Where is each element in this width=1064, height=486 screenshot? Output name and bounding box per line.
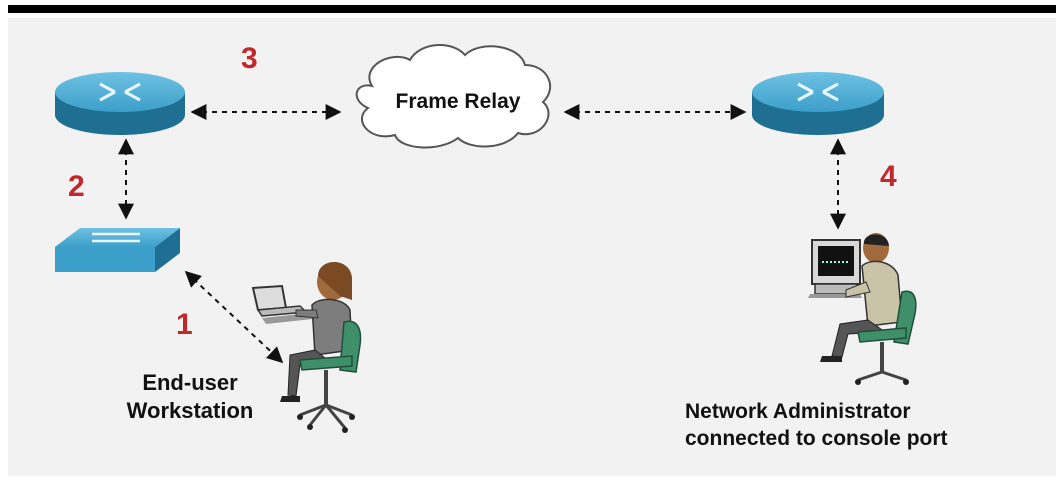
link-switch-workstation xyxy=(184,270,284,364)
cloud-icon: Frame Relay xyxy=(355,43,552,149)
step-number-1: 1 xyxy=(176,308,193,341)
switch-icon xyxy=(55,228,180,272)
step-number-2: 2 xyxy=(68,170,85,203)
admin-label-line1: Network Administrator xyxy=(685,400,911,423)
top-border xyxy=(8,5,1056,13)
admin-user-icon xyxy=(808,233,917,385)
end-user-label-line2: Workstation xyxy=(126,398,254,423)
end-user-label-line1: End-user xyxy=(142,370,238,395)
router-icon-right xyxy=(752,72,884,135)
router-icon-left xyxy=(55,72,185,135)
cloud-label: Frame Relay xyxy=(396,90,521,113)
step-number-4: 4 xyxy=(880,160,897,193)
end-user-label: End-user Workstation xyxy=(100,369,280,425)
workstation-user-icon xyxy=(251,262,362,433)
admin-label: Network Administrator connected to conso… xyxy=(685,398,1055,452)
step-number-3: 3 xyxy=(241,42,258,75)
admin-label-line2: connected to console port xyxy=(685,427,948,450)
